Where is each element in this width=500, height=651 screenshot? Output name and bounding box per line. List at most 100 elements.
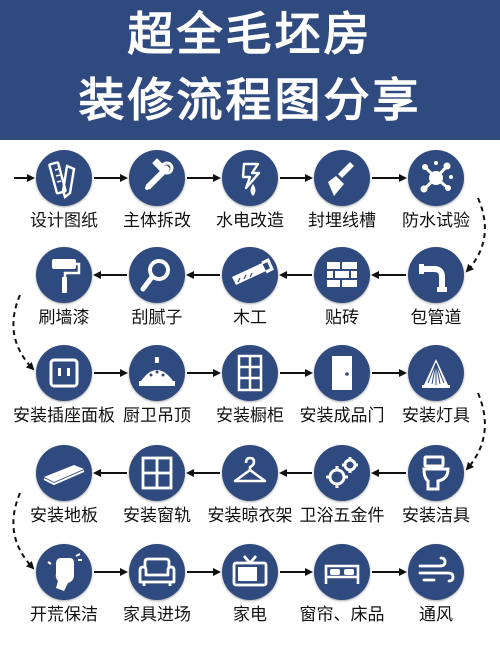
step-label: 刷墙漆 <box>38 308 90 328</box>
step-label: 包管道 <box>410 308 462 328</box>
flow-step: 封埋线槽 <box>292 150 392 250</box>
step-circle <box>129 544 185 600</box>
lightning-drop-icon <box>241 162 261 196</box>
step-label: 贴砖 <box>325 308 359 328</box>
floor-plank-icon <box>43 465 85 486</box>
flow-step: 家电 <box>200 544 300 644</box>
step-circle <box>408 544 464 600</box>
step-label: 开荒保洁 <box>30 605 98 625</box>
flow-step: 设计图纸 <box>14 150 114 250</box>
step-circle <box>129 247 185 303</box>
flow-step: 通风 <box>386 544 486 644</box>
step-circle <box>222 247 278 303</box>
flow-step: 安装地板 <box>14 445 114 545</box>
flow-step: 窗帘、床品 <box>292 544 392 644</box>
step-label: 防水试验 <box>402 211 470 231</box>
step-label: 安装成品门 <box>299 406 385 426</box>
splash-icon <box>420 161 453 193</box>
flow-step: 安装窗轨 <box>107 445 207 545</box>
step-label: 厨卫吊顶 <box>123 406 191 426</box>
cleaning-glove-icon <box>47 553 82 591</box>
step-circle <box>408 445 464 501</box>
page-title-line-1: 超全毛坯房 <box>127 7 373 61</box>
flow-turn-arrow <box>465 197 486 273</box>
step-circle <box>408 247 464 303</box>
step-circle <box>36 247 92 303</box>
step-label: 安装洁具 <box>402 506 470 526</box>
flow-step: 安装成品门 <box>292 345 392 445</box>
ruler-pencil-icon <box>48 161 76 200</box>
step-label: 卫浴五金件 <box>299 506 385 526</box>
step-circle <box>314 247 370 303</box>
saw-icon <box>232 257 274 285</box>
step-circle <box>36 445 92 501</box>
hammer-wrench-icon <box>145 158 174 190</box>
step-label: 家电 <box>233 605 267 625</box>
cabinet-icon <box>237 354 263 392</box>
flow-turn-arrow <box>12 492 35 570</box>
flow-step: 安装插座面板 <box>13 345 115 445</box>
step-circle <box>36 345 92 401</box>
step-label: 设计图纸 <box>30 211 98 231</box>
flow-step: 卫浴五金件 <box>292 445 392 545</box>
flow-step: 安装橱柜 <box>200 345 300 445</box>
flow-turn-arrow <box>465 392 486 471</box>
flow-step: 防水试验 <box>386 150 486 250</box>
step-circle <box>129 150 185 206</box>
step-circle <box>408 345 464 401</box>
flow-step: 主体拆改 <box>107 150 207 250</box>
step-label: 家具进场 <box>123 605 191 625</box>
step-label: 窗帘、床品 <box>299 605 385 625</box>
window-icon <box>141 456 173 490</box>
flow-step: 木工 <box>200 247 300 347</box>
step-circle <box>129 445 185 501</box>
flow-step: 厨卫吊顶 <box>107 345 207 445</box>
gears-icon <box>326 457 358 488</box>
step-circle <box>314 150 370 206</box>
flow-step: 刮腻子 <box>107 247 207 347</box>
step-label: 安装窗轨 <box>123 506 191 526</box>
flow-step: 包管道 <box>386 247 486 347</box>
step-label: 安装橱柜 <box>216 406 284 426</box>
bed-icon <box>324 564 360 584</box>
page-title-line-2: 装修流程图分享 <box>78 73 422 127</box>
step-label: 安装灯具 <box>402 406 470 426</box>
step-circle <box>314 544 370 600</box>
step-label: 安装地板 <box>30 506 98 526</box>
paint-roller-icon <box>52 259 81 293</box>
trowel-icon <box>328 162 354 196</box>
step-circle <box>314 445 370 501</box>
wind-icon <box>418 556 455 583</box>
lamp-icon <box>422 359 450 388</box>
step-label: 木工 <box>233 308 267 328</box>
magnifier-icon <box>140 259 170 292</box>
tv-icon <box>232 555 268 587</box>
step-circle <box>222 345 278 401</box>
step-label: 水电改造 <box>216 211 284 231</box>
title-banner: 超全毛坯房 装修流程图分享 <box>0 0 500 140</box>
step-circle <box>129 345 185 401</box>
flow-step: 安装洁具 <box>386 445 486 545</box>
step-circle <box>408 150 464 206</box>
step-label: 通风 <box>419 605 453 625</box>
flow-step: 安装灯具 <box>386 345 486 445</box>
ceiling-icon <box>139 357 175 386</box>
pipe-icon <box>419 264 447 292</box>
flow-step: 开荒保洁 <box>14 544 114 644</box>
step-label: 主体拆改 <box>123 211 191 231</box>
sofa-icon <box>138 557 176 586</box>
socket-icon <box>49 358 79 388</box>
step-label: 安装插座面板 <box>13 406 115 426</box>
flow-step: 家具进场 <box>107 544 207 644</box>
brick-wall-icon <box>327 262 357 287</box>
flow-step: 安装晾衣架 <box>200 445 300 545</box>
flow-turn-arrow <box>12 294 35 371</box>
flow-step: 水电改造 <box>200 150 300 250</box>
step-circle <box>36 544 92 600</box>
flow-step: 贴砖 <box>292 247 392 347</box>
step-circle <box>222 544 278 600</box>
door-icon <box>332 356 352 390</box>
step-circle <box>36 150 92 206</box>
toilet-icon <box>422 455 450 491</box>
